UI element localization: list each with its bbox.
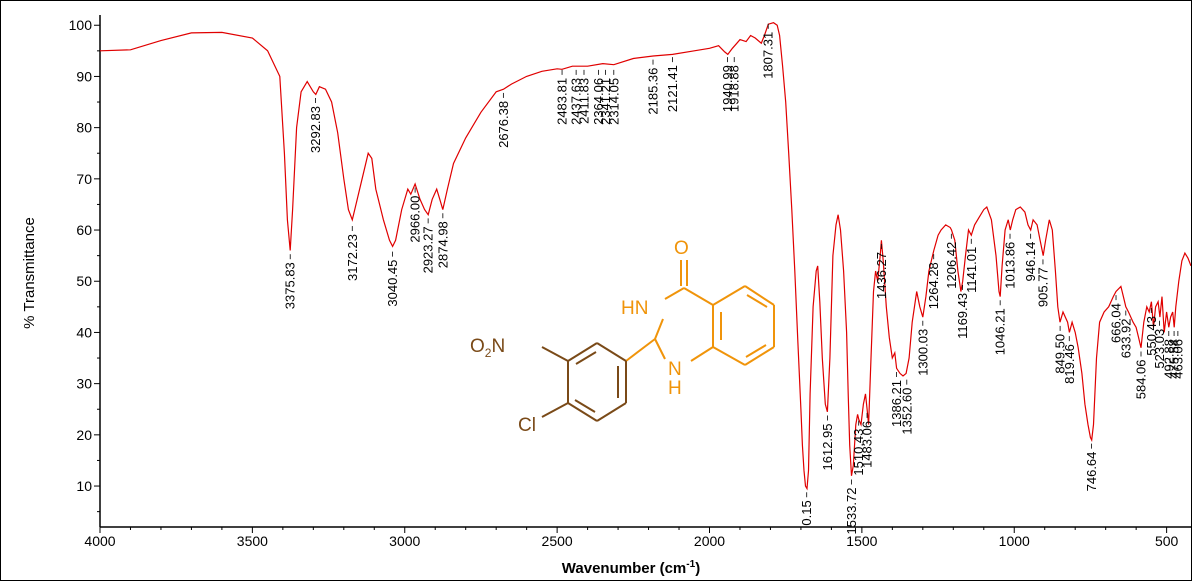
x-tick-label: 4000: [84, 533, 115, 549]
peak-label: 1436.27: [874, 252, 889, 299]
peak-label: 584.06: [1134, 360, 1149, 400]
peak-label: 819.46: [1062, 344, 1077, 384]
molecular-structure: O HN N H O2N Cl: [470, 238, 775, 436]
y-tick-label: 60: [76, 222, 92, 238]
peak-label: 1533.72: [844, 488, 859, 535]
peak-labels: 3375.83 3292.83 3172.23 3040.45 2966.002923.…: [283, 23, 1185, 535]
peak-label: 1013.86: [1003, 242, 1018, 289]
x-axis-title-superscript: -1: [686, 559, 695, 570]
x-tick-label: 3000: [389, 533, 420, 549]
quinazolinone-moiety: [625, 260, 775, 366]
nitro-group-label: O2N: [470, 336, 505, 360]
ticks: 4000 3500 3000 2500 2000 1500 1000 500 100 90 80 70…: [69, 17, 1179, 549]
peak-label: 633.92: [1118, 319, 1133, 359]
y-tick-label: 30: [76, 376, 92, 392]
peak-label: 1206.42: [944, 242, 959, 289]
peak-label: 2341.21: [598, 78, 613, 125]
peak-label: 2121.41: [665, 65, 680, 112]
peak-label: 2411.83: [577, 78, 592, 124]
peak-label: 3040.45: [385, 260, 400, 307]
peak-label: 1169.43: [955, 293, 970, 339]
peak-label: 2185.36: [646, 68, 661, 115]
peak-label: 2676.38: [496, 101, 511, 148]
carbonyl-oxygen-label: O: [674, 238, 689, 259]
peak-label: 946.14: [1023, 242, 1038, 282]
peak-label: 492.88: [1161, 339, 1176, 379]
peak-label: 1940.99: [720, 65, 735, 112]
spectrum: [99, 22, 1192, 491]
peak-label: 3375.83: [283, 262, 298, 309]
x-axis-title-close: ): [695, 560, 700, 577]
peak-label: 1918.88: [727, 65, 742, 112]
peak-label: 2314.05: [606, 78, 621, 125]
y-tick-label: 70: [76, 171, 92, 187]
peak-label: 463.06: [1170, 339, 1185, 379]
peak-label: 3292.83: [308, 106, 323, 153]
peak-label: 523.03: [1152, 329, 1167, 369]
x-tick-label: 3500: [237, 533, 268, 549]
peak-label: 3172.23: [345, 234, 360, 281]
chloro-label: Cl: [518, 415, 536, 436]
y-tick-label: 20: [76, 427, 92, 443]
nitrochlorophenyl-moiety: [541, 342, 627, 422]
peak-label: 0.15: [799, 500, 814, 525]
y-tick-label: 10: [76, 478, 92, 494]
peak-label: 1352.60: [899, 388, 914, 435]
peak-label: 1141.01: [964, 247, 979, 293]
peak-label: 1300.03: [915, 329, 930, 376]
peak-label: 2437.63: [569, 78, 584, 125]
peak-label: 1264.28: [926, 262, 941, 309]
peak-label: 1510.43: [851, 429, 866, 476]
peak-label: 905.77: [1036, 267, 1051, 307]
peak-label: 1807.31: [761, 32, 776, 79]
x-tick-label: 1500: [846, 533, 877, 549]
peak-label: 550.43: [1144, 316, 1159, 356]
axes: [99, 15, 1191, 528]
peak-label: 746.64: [1084, 452, 1099, 492]
y-tick-label: 80: [76, 120, 92, 136]
amine-n-label: N: [668, 359, 682, 380]
x-axis-title-text: Wavenumber (cm: [562, 560, 686, 577]
x-tick-label: 1000: [999, 533, 1030, 549]
peak-label: 2364.06: [591, 78, 606, 125]
peak-label: 2966.00: [408, 196, 423, 243]
peak-label: 1612.95: [820, 424, 835, 471]
peak-label: 1046.21: [993, 308, 1008, 355]
peak-label: 1483.06: [860, 421, 875, 468]
x-tick-label: 2500: [542, 533, 573, 549]
peak-label: 2483.81: [555, 78, 570, 125]
y-tick-label: 100: [69, 17, 93, 33]
amine-h-label: H: [668, 378, 682, 399]
peak-label: 475.54: [1167, 339, 1182, 379]
x-tick-label: 500: [1155, 533, 1179, 549]
peak-label: 849.50: [1053, 334, 1068, 374]
peak-label: 1386.21: [889, 380, 904, 427]
peak-label: 666.04: [1109, 303, 1124, 343]
x-tick-label: 2000: [694, 533, 725, 549]
y-tick-label: 40: [76, 324, 92, 340]
y-tick-label: 90: [76, 68, 92, 84]
peak-label: 2923.27: [421, 226, 436, 273]
y-tick-label: 50: [76, 273, 92, 289]
x-axis-title: Wavenumber (cm-1): [562, 559, 700, 577]
spectrum-line: [99, 22, 1192, 491]
peak-label: 2874.98: [435, 221, 450, 268]
amide-nh-label: HN: [621, 298, 648, 319]
y-axis-title: % Transmittance: [21, 217, 38, 329]
